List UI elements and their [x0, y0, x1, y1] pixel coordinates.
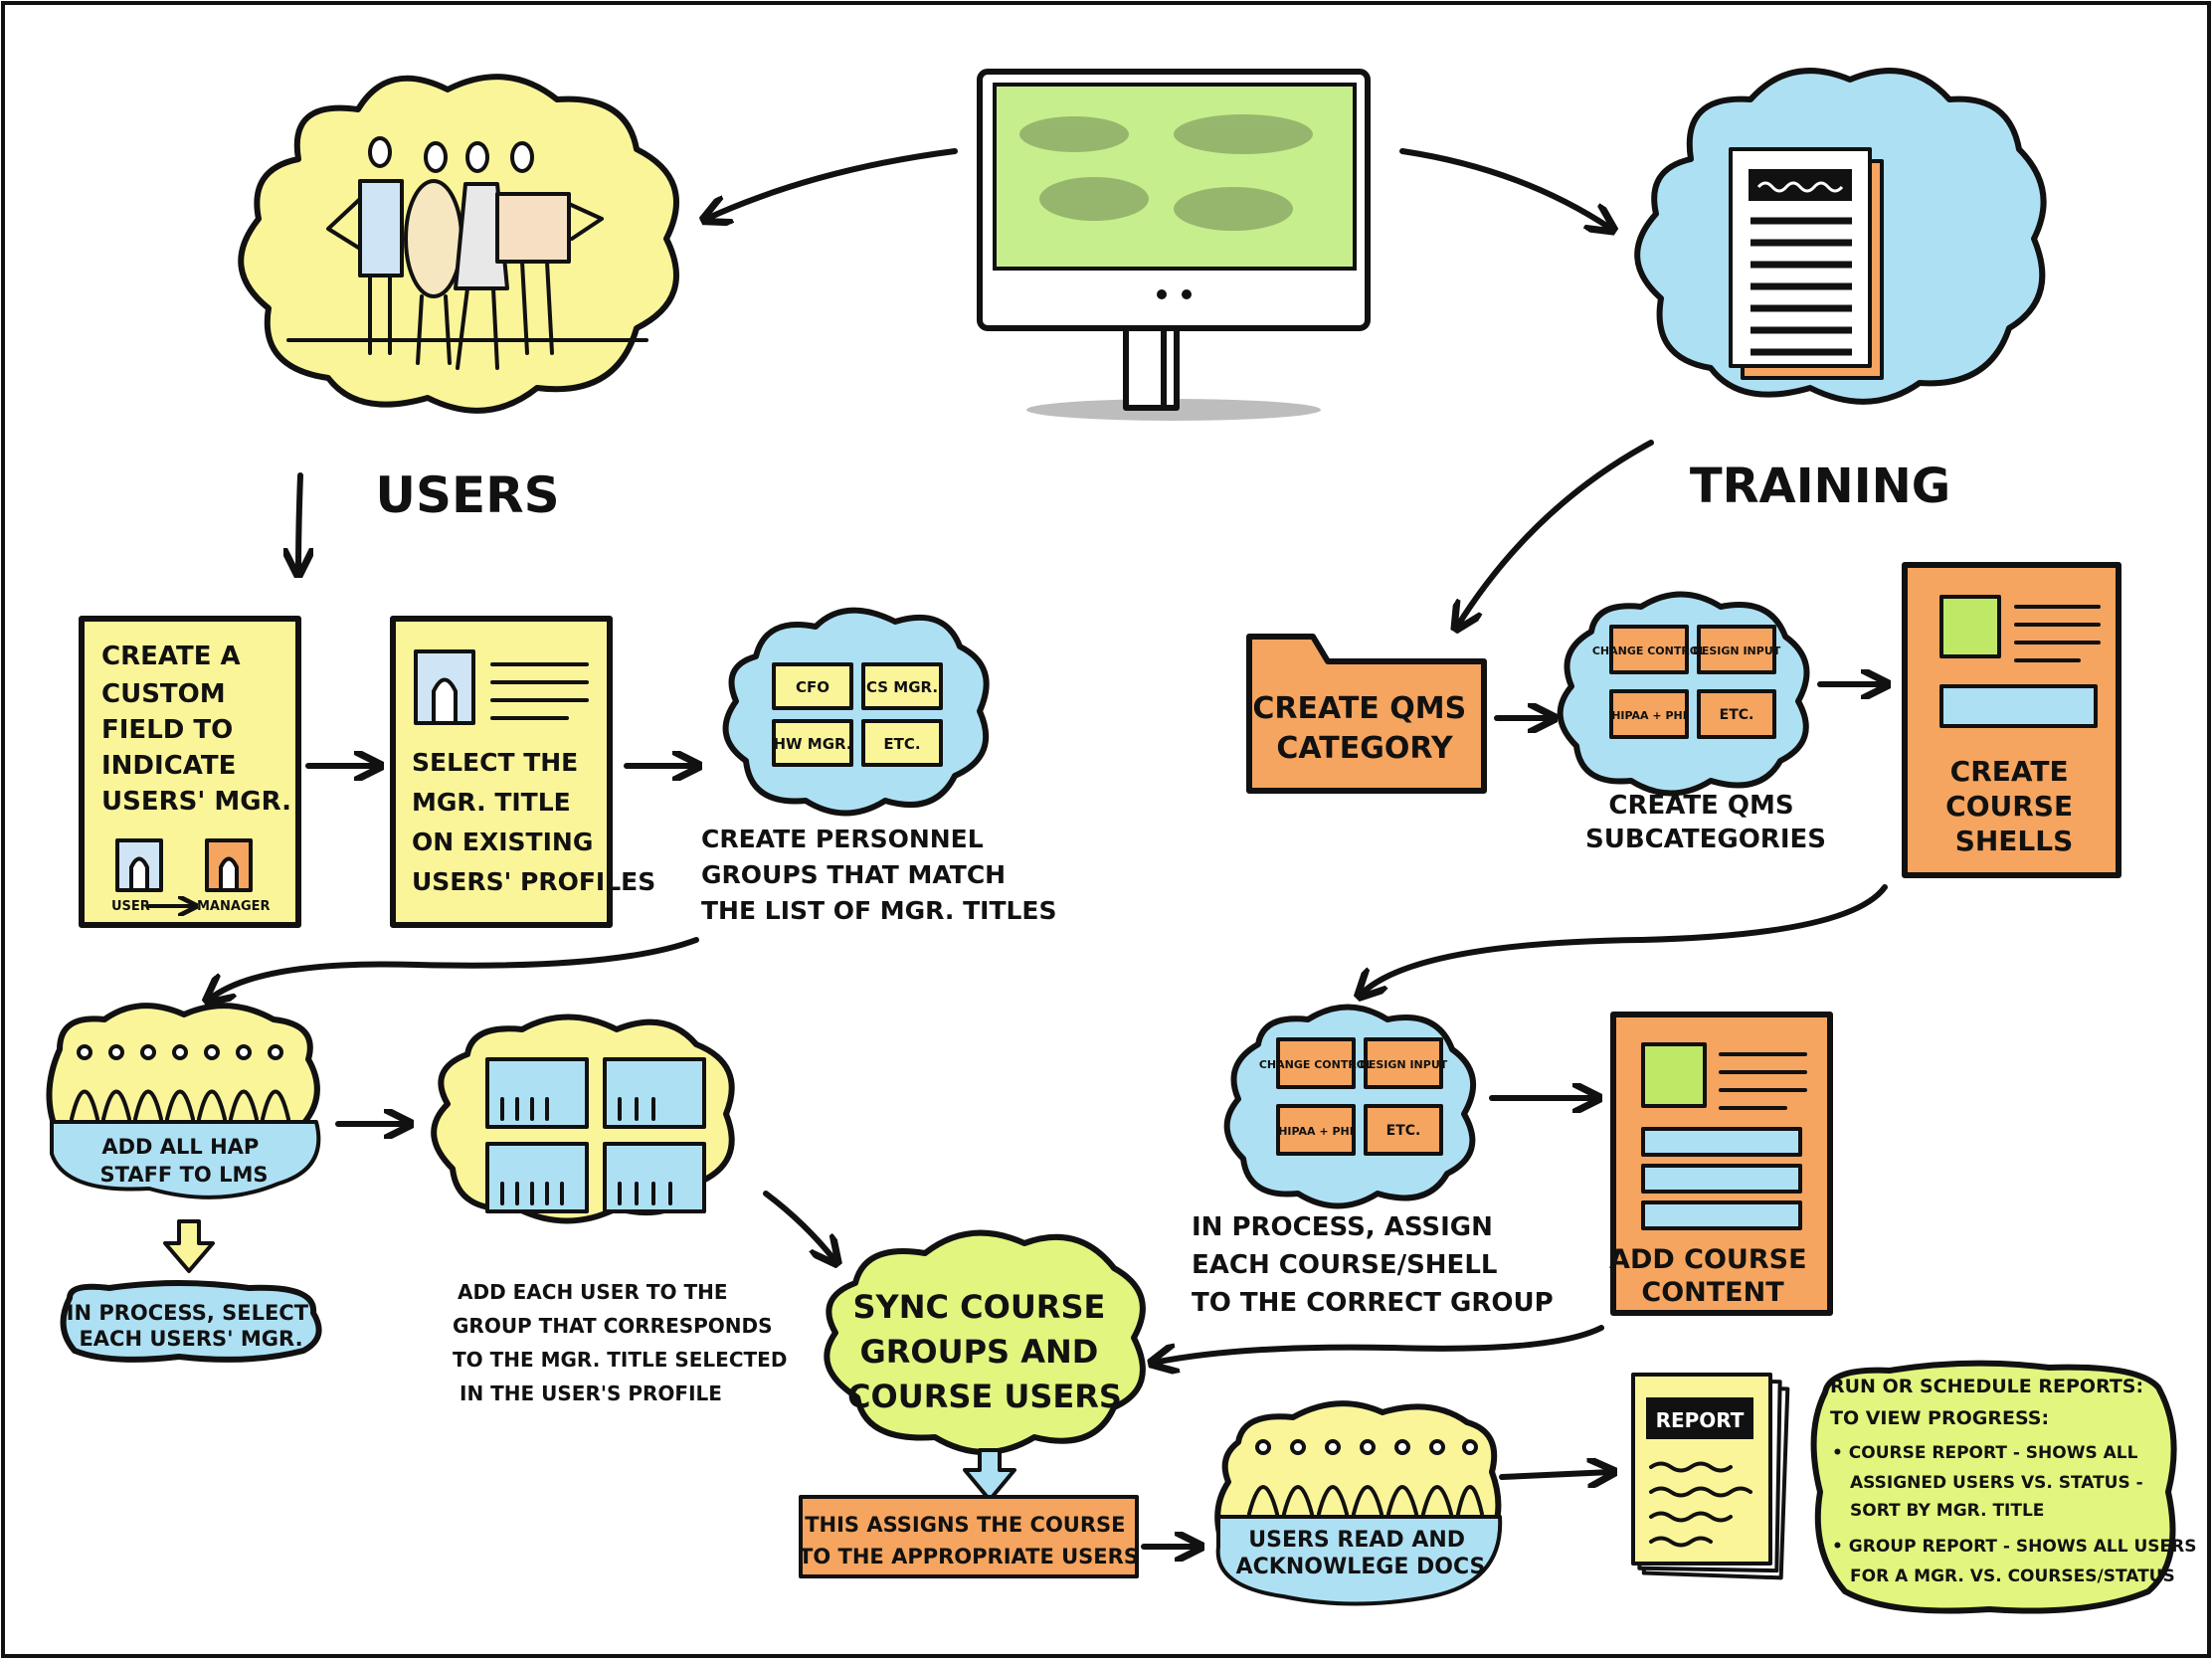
svg-text:MANAGER: MANAGER: [197, 899, 271, 914]
training-cloud: [1634, 68, 2047, 405]
card-add-course-content: ADD COURSE CONTENT: [1609, 1012, 1833, 1316]
svg-text:ETC.: ETC.: [1386, 1123, 1421, 1139]
svg-text:CREATE QMS SUBCATEGORIES: CREATE QMS SUBCATEGORIES: [1585, 791, 1826, 854]
card-select-mgr-title: SELECT THE MGR. TITLE ON EXISTING USERS'…: [390, 616, 655, 928]
arrow-monitor-to-training: [1399, 148, 1611, 229]
arrow-sync-down: [963, 1448, 1016, 1502]
monitor-screen: [993, 83, 1357, 271]
svg-text:THIS ASSIGNS THE COURSE: THIS ASSIGNS THE COURSE TO THE APPROPRIA…: [799, 1513, 1139, 1568]
users-title: USERS: [375, 466, 559, 524]
personnel-groups-cloud: CFO CS MGR. HW MGR. ETC. CREATE PERSONNE…: [701, 607, 1057, 925]
svg-text:ADD ALL HAP STAFF TO LMS: ADD ALL HAP STAFF TO LMS: [100, 1135, 269, 1187]
svg-text:CREATE COURSE SHEL: CREATE COURSE SHELLS: [1945, 755, 2083, 857]
arrow-6-sync: [763, 1191, 835, 1261]
arrow-t5-sync: [1154, 1325, 1604, 1363]
svg-text:CFO: CFO: [796, 678, 830, 696]
report-icon: REPORT: [1631, 1373, 1790, 1580]
svg-text:HW MGR.: HW MGR.: [773, 735, 851, 753]
svg-text:ETC.: ETC.: [1720, 707, 1754, 723]
arrow-users-down: [298, 472, 300, 572]
svg-text:ETC.: ETC.: [883, 735, 920, 753]
arrow-t3-t4: [1361, 884, 1888, 995]
svg-text:HIPAA + PHI: HIPAA + PHI: [1278, 1125, 1354, 1138]
course-folder-icon: [1276, 1037, 1443, 1156]
svg-text:CHANGE CONTROL: CHANGE CONTROL: [1592, 645, 1706, 657]
users-cloud: [238, 74, 679, 414]
svg-text:SYNC COURSE GROUPS AND: SYNC COURSE GROUPS AND COURSE USERS: [847, 1288, 1122, 1415]
svg-text:• GROUP REPORT - SHOWS ALL USE: • GROUP REPORT - SHOWS ALL USERS FOR A M…: [1832, 1537, 2202, 1586]
select-mgr-cloud: IN PROCESS, SELECT EACH USERS' MGR.: [60, 1280, 322, 1363]
svg-text:• COURSE REPORT - SHOWS ALL: • COURSE REPORT - SHOWS ALL ASSIGNED USE…: [1832, 1443, 2149, 1521]
monitor-icon: [977, 69, 1371, 421]
svg-text:DESIGN INPUT: DESIGN INPUT: [1360, 1058, 1448, 1071]
svg-text:REPORT: REPORT: [1656, 1408, 1745, 1432]
qms-subcategories-cloud: CHANGE CONTROL DESIGN INPUT HIPAA + PHI …: [1557, 591, 1826, 854]
arrow-training-down: [1457, 440, 1654, 627]
svg-text:CREATE QMS CATEGORY: CREATE QMS CATEGORY: [1252, 691, 1476, 766]
users-read-cloud: USERS READ AND ACKNOWLEGE DOCS: [1214, 1400, 1503, 1606]
svg-text:HIPAA + PHI: HIPAA + PHI: [1611, 709, 1687, 722]
arrow-read-report: [1499, 1472, 1611, 1477]
card-create-course-shells: CREATE COURSE SHELLS: [1902, 562, 2121, 878]
svg-text:USER: USER: [111, 899, 150, 914]
personnel-caption: CREATE PERSONNEL GROUPS THAT MATCH THE L…: [701, 825, 1057, 925]
svg-text:SELECT THE MGR. TITLE: SELECT THE MGR. TITLE ON EXISTING USERS'…: [412, 748, 655, 896]
staff-people-icon: [70, 1044, 290, 1121]
svg-text:IN PROCESS, ASSIGN EACH: IN PROCESS, ASSIGN EACH COURSE/SHELL TO …: [1192, 1212, 1554, 1318]
qms-category-folder-icon: CREATE QMS CATEGORY: [1246, 634, 1487, 794]
arrow-monitor-to-users: [706, 148, 958, 219]
group-folder-icon: [485, 1057, 706, 1213]
svg-text:DESIGN INPUT: DESIGN INPUT: [1693, 645, 1781, 657]
svg-text:IN PROCESS, SELECT EACH: IN PROCESS, SELECT EACH USERS' MGR.: [67, 1301, 316, 1351]
sync-cloud: SYNC COURSE GROUPS AND COURSE USERS: [824, 1229, 1146, 1455]
subcategory-folder-icon: [1609, 625, 1776, 739]
users-people-icon: [326, 136, 604, 370]
card-create-custom-field: CREATE A CUSTOM FIELD TO INDICATE USERS'…: [79, 616, 301, 928]
user-groups-cloud: ADD EACH USER TO THE GROUP THAT CORRESPO…: [431, 1014, 794, 1405]
svg-text:CHANGE CONTROL: CHANGE CONTROL: [1259, 1058, 1373, 1071]
svg-text:USERS READ AND ACKNOWLEG: USERS READ AND ACKNOWLEGE DOCS: [1236, 1528, 1486, 1579]
svg-text:ADD COURSE CONTENT: ADD COURSE CONTENT: [1609, 1244, 1816, 1308]
arrow-4-5: [163, 1219, 215, 1273]
reader-people-icon: [1247, 1439, 1484, 1516]
arrow-3-4: [209, 937, 699, 1000]
assigns-course-box: THIS ASSIGNS THE COURSE TO THE APPROPRIA…: [799, 1495, 1139, 1578]
report-notes-cloud: RUN OR SCHEDULE REPORTS: TO VIEW PROGRES…: [1810, 1360, 2202, 1614]
card1-text: CREATE A CUSTOM FIELD TO INDICATE USERS'…: [101, 642, 291, 817]
training-title: TRAINING: [1690, 459, 1950, 514]
svg-text:CS MGR.: CS MGR.: [866, 678, 938, 696]
add-staff-cloud: ADD ALL HAP STAFF TO LMS: [46, 1003, 321, 1199]
assign-course-cloud: CHANGE CONTROL DESIGN INPUT HIPAA + PHI …: [1192, 1004, 1554, 1318]
svg-text:RUN OR SCHEDULE REPORTS:: RUN OR SCHEDULE REPORTS: TO VIEW PROGRES…: [1830, 1376, 2150, 1429]
folder-icon: CFO CS MGR. HW MGR. ETC.: [772, 662, 943, 767]
svg-text:ADD EACH USER TO THE GRO: ADD EACH USER TO THE GROUP THAT CORRESPO…: [453, 1280, 794, 1405]
